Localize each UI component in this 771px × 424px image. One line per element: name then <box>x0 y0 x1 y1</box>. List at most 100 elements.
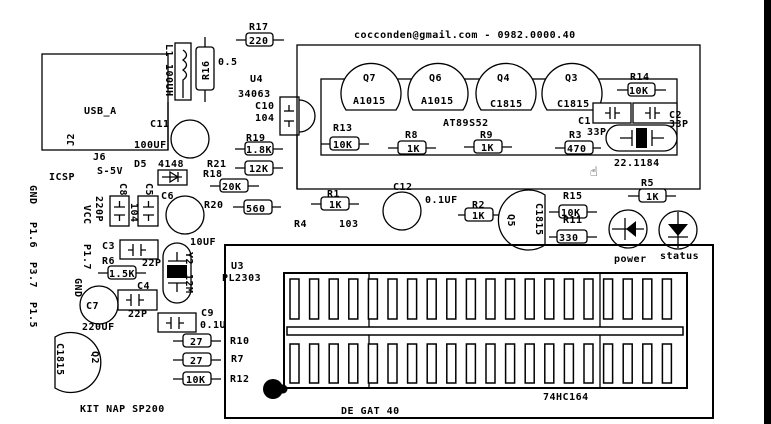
zif-pin <box>485 343 496 384</box>
r18-resistor <box>219 178 249 193</box>
c6-capacitor <box>165 195 205 235</box>
c11-value: 100UF <box>134 140 167 151</box>
c10-label: C10 <box>255 101 275 112</box>
r14-label: R14 <box>630 72 650 83</box>
r20-resistor <box>243 199 273 215</box>
r15-resistor <box>558 204 588 219</box>
isp-pin-p37: P3.7 <box>27 262 38 288</box>
right-edge-bar <box>764 0 771 424</box>
isp-pin-gnd: GND <box>27 185 38 205</box>
r9-resistor <box>473 139 503 154</box>
zif-pin <box>661 343 673 384</box>
zif-pin <box>504 343 516 384</box>
zif-pin <box>426 343 437 384</box>
c5-label: C5 <box>143 183 154 196</box>
r9-value: 1K <box>481 143 494 154</box>
c4-label: C4 <box>137 281 150 292</box>
zif-pin <box>544 278 555 320</box>
q7-transistor: Q7 A1015 <box>340 62 402 111</box>
c11-capacitor <box>170 119 210 159</box>
r3-value: 470 <box>567 144 587 155</box>
j6-value: S-5V <box>97 166 123 177</box>
j2-label: J2 <box>66 133 77 146</box>
isp-pin-p15: P1.5 <box>27 302 38 328</box>
icsp-label: ICSP <box>49 172 75 183</box>
r19-value: 1.8K <box>246 145 272 156</box>
q5-transistor: Q5 C1815 <box>497 189 546 251</box>
c12-label: C12 <box>393 182 413 193</box>
r6-resistor <box>107 265 137 280</box>
usb-label: USB_A <box>84 106 117 117</box>
r10-value: 27 <box>190 337 203 348</box>
mcu-board-outline <box>296 44 701 190</box>
zif-pin <box>563 278 575 320</box>
c9-capacitor <box>157 312 197 333</box>
r4-value: 103 <box>339 219 359 230</box>
r16-value: 0.5 <box>218 57 238 68</box>
zif-pin <box>426 278 437 320</box>
zif-pin <box>563 343 575 384</box>
y1-value: 22.1184 <box>614 158 660 169</box>
inductor-coil-icon <box>181 49 188 98</box>
c6-label: C6 <box>161 191 174 202</box>
r8-resistor <box>397 140 427 155</box>
c8-label: C8 <box>117 183 128 196</box>
c8-value: 220P <box>93 196 104 222</box>
u3-part: PL2303 <box>222 273 261 284</box>
status-led <box>658 210 698 250</box>
zif-pin <box>485 278 496 320</box>
zif-pin <box>367 278 379 320</box>
r10-resistor <box>182 333 212 348</box>
zif-pin <box>524 278 535 320</box>
led-diode-icon <box>626 221 636 237</box>
r1-resistor <box>320 196 350 211</box>
c4-value: 22P <box>128 309 148 320</box>
zif-pin <box>308 278 320 320</box>
r21-resistor <box>244 160 274 176</box>
q7-part: A1015 <box>353 96 386 107</box>
zif-pin <box>308 343 320 384</box>
zif-pin <box>446 278 457 320</box>
c7-label: C7 <box>86 301 99 312</box>
r11-resistor <box>556 229 588 244</box>
y2-label: Y2 <box>183 252 194 265</box>
zif-pin <box>406 278 418 320</box>
zif-pin <box>524 343 535 384</box>
y2-value: 12M <box>183 274 194 294</box>
zif-pin <box>583 343 594 384</box>
isp-pin-p16: P1.6 <box>27 222 38 248</box>
r9-label: R9 <box>480 130 493 141</box>
socket-chip-label: 74HC164 <box>543 392 589 403</box>
r3-resistor <box>564 140 594 155</box>
zif-pin <box>544 343 555 384</box>
zif-pin <box>446 343 457 384</box>
zif-pin <box>583 278 594 320</box>
zif-pin <box>642 278 653 320</box>
r1-label: R1 <box>327 189 340 200</box>
r17-value: 220 <box>249 36 269 47</box>
r16-resistor <box>195 46 215 91</box>
q2-transistor: C1815 Q2 <box>54 331 102 394</box>
q2-label: Q2 <box>89 351 100 364</box>
r12-resistor <box>182 371 212 386</box>
r18-value: 20K <box>222 182 242 193</box>
q3-part: C1815 <box>557 99 590 110</box>
zif-lever-knob[interactable] <box>263 379 283 399</box>
zif-lever-slot <box>286 326 684 336</box>
c9-label: C9 <box>201 308 214 319</box>
c1-value: 33P <box>587 127 607 138</box>
r7-label: R7 <box>231 354 244 365</box>
u4-part: 34063 <box>238 89 271 100</box>
socket-label: DE GAT 40 <box>341 406 400 417</box>
u4-label: U4 <box>250 74 263 85</box>
zif-pin <box>387 343 398 384</box>
power-led-label: power <box>614 254 647 265</box>
r3-label: R3 <box>569 130 582 141</box>
r1-value: 1K <box>329 200 342 211</box>
r5-value: 1K <box>646 192 659 203</box>
q4-transistor: Q4 C1815 <box>475 62 537 111</box>
r4-label: R4 <box>294 219 307 230</box>
zif-pin <box>406 343 418 384</box>
r13-label: R13 <box>333 123 353 134</box>
usb-connector-outline <box>41 53 169 151</box>
